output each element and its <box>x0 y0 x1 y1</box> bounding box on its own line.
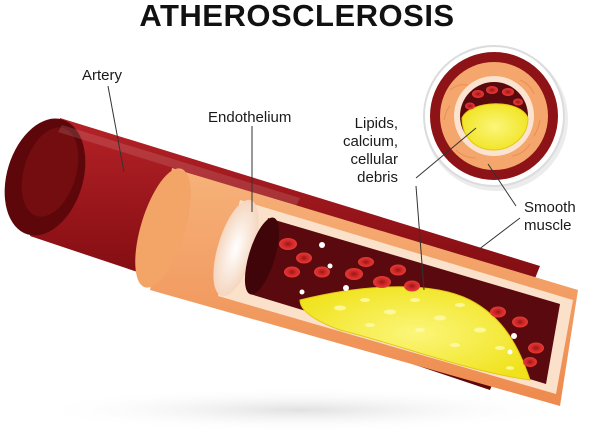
smooth-muscle-inset-leader <box>487 163 517 207</box>
lumen-opening <box>244 217 280 295</box>
red-blood-cell <box>284 266 300 278</box>
red-blood-cell <box>345 268 363 280</box>
smooth-muscle-label-line-1: Smooth <box>524 199 576 216</box>
lipids-label-line-2: calcium, <box>343 133 398 150</box>
inset-muscle-texture <box>443 79 541 159</box>
lipids-label-line-4: debris <box>357 169 398 186</box>
artery-tube <box>4 118 578 406</box>
lipids-leader <box>415 185 425 291</box>
red-blood-cell <box>390 264 406 276</box>
lipids-inset-leader <box>415 127 477 179</box>
artery-leader <box>107 85 125 173</box>
red-blood-cell <box>373 276 391 288</box>
red-blood-cell <box>512 316 528 328</box>
artery-label: Artery <box>82 67 123 84</box>
smooth-muscle-label-line-2: muscle <box>524 217 572 234</box>
inset-plaque <box>461 103 529 151</box>
red-blood-cell <box>404 280 420 292</box>
inset-blood-cells <box>465 86 523 110</box>
platelets <box>299 242 517 355</box>
smooth-muscle-leader <box>477 217 521 251</box>
leader-lines <box>107 85 521 291</box>
cross-section-inset <box>423 45 568 191</box>
artery-highlight <box>58 125 300 206</box>
page-title: ATHEROSCLEROSIS <box>139 0 454 33</box>
lipids-label-line-3: cellular <box>350 151 398 168</box>
red-blood-cell <box>528 342 544 354</box>
red-blood-cell <box>296 252 312 264</box>
red-blood-cell <box>358 257 374 267</box>
artery-end-cap-highlight <box>21 127 79 217</box>
endothelium-cut-face <box>213 199 259 297</box>
lipids-label-line-1: Lipids, <box>355 115 398 132</box>
red-blood-cell <box>279 238 297 250</box>
ground-shadow <box>30 388 570 432</box>
plaque-texture <box>334 298 514 370</box>
red-blood-cell <box>523 357 537 367</box>
red-blood-cells <box>279 238 544 367</box>
red-blood-cell <box>490 306 506 318</box>
red-blood-cell <box>314 266 330 278</box>
endothelium-label: Endothelium <box>208 109 291 126</box>
muscle-cut-face <box>135 168 191 288</box>
